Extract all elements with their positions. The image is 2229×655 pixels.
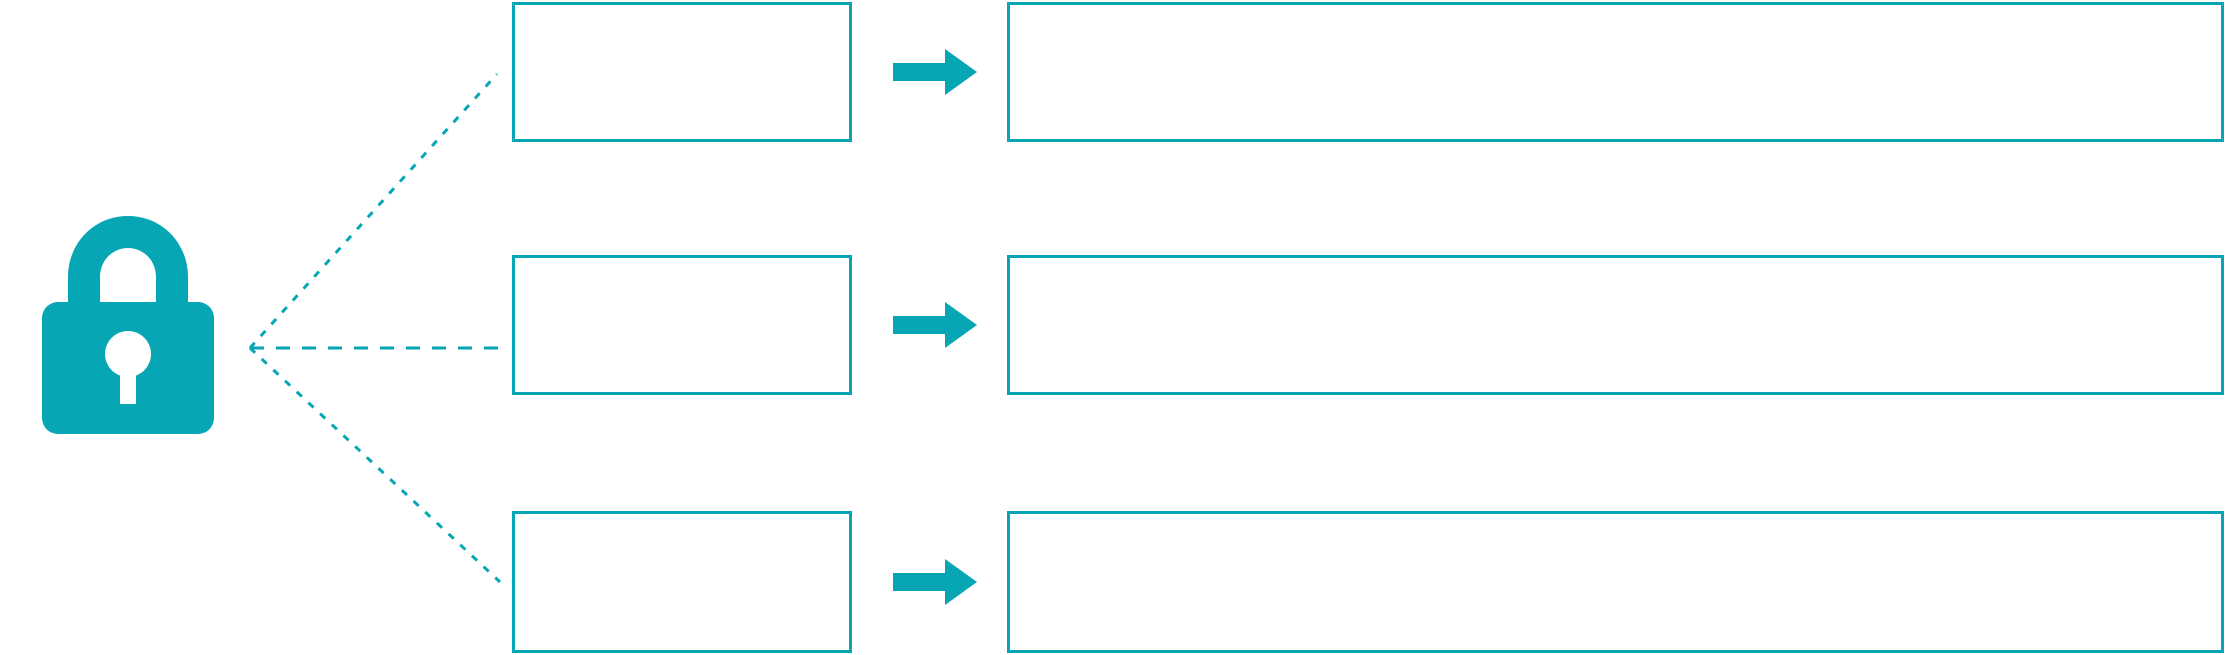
right-box-1-text — [1010, 5, 2221, 25]
connector-branch-top — [248, 72, 499, 350]
arrow-right-icon-2 — [893, 302, 977, 348]
connector-branch-bottom — [248, 346, 502, 584]
arrow-right-icon-1 — [893, 49, 977, 95]
right-box-2[interactable] — [1007, 255, 2224, 395]
left-box-1-text — [515, 5, 849, 25]
right-box-3[interactable] — [1007, 511, 2224, 653]
right-box-3-text — [1010, 514, 2221, 534]
right-box-2-text — [1010, 258, 2221, 278]
lock-icon — [42, 216, 214, 434]
left-box-3[interactable] — [512, 511, 852, 653]
right-box-1[interactable] — [1007, 2, 2224, 142]
left-box-2-text — [515, 258, 849, 278]
left-box-2[interactable] — [512, 255, 852, 395]
arrow-right-icon-3 — [893, 559, 977, 605]
left-box-3-text — [515, 514, 849, 534]
left-box-1[interactable] — [512, 2, 852, 142]
